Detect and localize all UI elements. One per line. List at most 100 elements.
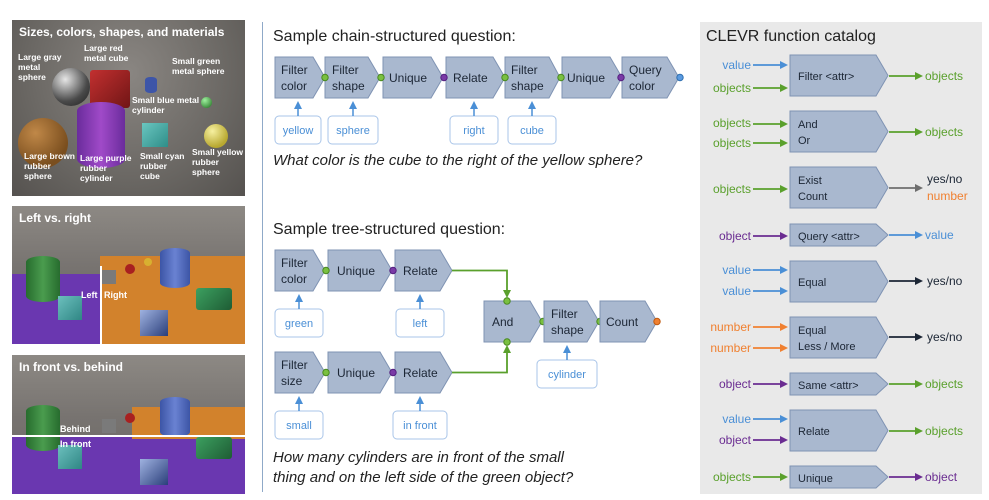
svg-text:yes/no: yes/no bbox=[927, 274, 963, 288]
chain-node-filter-shape-2: Filter shape bbox=[504, 56, 561, 99]
svg-text:Unique: Unique bbox=[567, 71, 605, 85]
chain-node-filter-color: Filter color bbox=[274, 56, 326, 99]
svg-text:yellow: yellow bbox=[283, 125, 314, 137]
svg-text:Filter <attr>: Filter <attr> bbox=[798, 71, 854, 83]
svg-text:left: left bbox=[413, 318, 428, 330]
svg-text:value: value bbox=[925, 228, 954, 242]
tree-heading: Sample tree-structured question: bbox=[273, 221, 506, 238]
chain-dot bbox=[501, 73, 509, 82]
tree-node-unique-bottom: Unique bbox=[327, 351, 393, 394]
svg-text:Exist: Exist bbox=[798, 175, 822, 187]
svg-text:sphere: sphere bbox=[336, 125, 370, 137]
label-red: Large red metal cube bbox=[84, 43, 129, 63]
svg-text:number: number bbox=[710, 341, 751, 355]
gray-sphere bbox=[52, 68, 90, 106]
catalog-row-and-or: objects objects And Or objects bbox=[713, 110, 963, 153]
chain-node-query-color: Query color bbox=[621, 56, 680, 99]
gray-cube bbox=[102, 270, 116, 284]
svg-text:Filter: Filter bbox=[551, 307, 578, 321]
chain-node-relate: Relate bbox=[445, 56, 506, 99]
catalog-title: CLEVR function catalog bbox=[706, 28, 876, 45]
label-right: Right bbox=[104, 290, 127, 300]
svg-text:Filter: Filter bbox=[281, 63, 308, 77]
tree-node-filter-color: Filter color bbox=[274, 249, 326, 292]
chain-dot bbox=[321, 73, 329, 82]
svg-text:value: value bbox=[722, 284, 751, 298]
svg-text:object: object bbox=[925, 470, 958, 484]
tree-dot bbox=[653, 317, 661, 326]
svg-text:shape: shape bbox=[511, 79, 544, 93]
tree-node-count: Count bbox=[599, 300, 658, 343]
catalog-row-equal-number: number number Equal Less / More yes/no bbox=[710, 316, 963, 359]
svg-text:green: green bbox=[285, 318, 313, 330]
green-cubes bbox=[196, 437, 232, 459]
chain-arg-yellow: yellow bbox=[274, 101, 322, 145]
tree-node-unique-top: Unique bbox=[327, 249, 393, 292]
tree-arg-cylinder: cylinder bbox=[536, 345, 598, 389]
svg-text:Filter: Filter bbox=[332, 63, 359, 77]
chain-node-unique-2: Unique bbox=[561, 56, 623, 99]
chain-dot bbox=[617, 73, 625, 82]
catalog-row-equal-value: value value Equal yes/no bbox=[722, 260, 963, 303]
teal-cube bbox=[58, 296, 82, 320]
catalog-row-unique: objects Unique object bbox=[713, 465, 958, 489]
svg-text:number: number bbox=[927, 189, 968, 203]
red-sphere bbox=[125, 264, 135, 274]
svg-text:number: number bbox=[710, 320, 751, 334]
svg-text:value: value bbox=[722, 263, 751, 277]
chain-dot bbox=[377, 73, 385, 82]
tree-arg-left: left bbox=[395, 294, 445, 338]
svg-text:Count: Count bbox=[606, 315, 639, 329]
svg-text:value: value bbox=[722, 412, 751, 426]
svg-text:Unique: Unique bbox=[337, 264, 375, 278]
tree-node-filter-shape: Filter shape bbox=[543, 300, 600, 343]
yellow-sphere bbox=[204, 124, 228, 148]
chain-arg-right: right bbox=[449, 101, 499, 145]
svg-text:Equal: Equal bbox=[798, 277, 826, 289]
divider-line bbox=[12, 435, 245, 437]
tree-arg-infront: in front bbox=[392, 396, 448, 440]
red-cube bbox=[90, 70, 130, 108]
svg-text:objects: objects bbox=[925, 125, 963, 139]
svg-text:Same <attr>: Same <attr> bbox=[798, 380, 859, 392]
svg-text:size: size bbox=[281, 374, 303, 388]
chain-heading: Sample chain-structured question: bbox=[273, 28, 516, 45]
svg-text:objects: objects bbox=[925, 69, 963, 83]
chain-arg-sphere: sphere bbox=[327, 101, 379, 145]
svg-text:cylinder: cylinder bbox=[548, 369, 586, 381]
blue-cylinder-back bbox=[160, 397, 190, 437]
metal-cube bbox=[140, 459, 168, 485]
tree-node-and: And bbox=[483, 300, 543, 343]
svg-text:Unique: Unique bbox=[337, 366, 375, 380]
green-cubes bbox=[196, 288, 232, 310]
blue-cylinder bbox=[145, 77, 157, 93]
svg-text:Or: Or bbox=[798, 135, 811, 147]
svg-text:color: color bbox=[281, 79, 307, 93]
label-gray: Large gray metal sphere bbox=[18, 52, 62, 82]
tree-dot bbox=[389, 368, 397, 377]
label-infront: In front bbox=[60, 439, 91, 449]
chain-dot bbox=[676, 73, 684, 82]
svg-text:Relate: Relate bbox=[403, 264, 438, 278]
svg-text:Unique: Unique bbox=[798, 473, 833, 485]
svg-text:objects: objects bbox=[713, 116, 751, 130]
tree-arg-green: green bbox=[274, 294, 324, 338]
svg-text:And: And bbox=[798, 119, 818, 131]
catalog-row-same: object Same <attr> objects bbox=[719, 372, 963, 396]
label-yellow: Small yellow rubber sphere bbox=[192, 147, 244, 177]
scene-panel-frontbehind: In front vs. behind Behind In front bbox=[12, 355, 245, 494]
label-brown: Large brown rubber sphere bbox=[24, 151, 76, 181]
catalog-row-filter: value objects Filter <attr> objects bbox=[713, 54, 963, 97]
tree-dot bbox=[389, 266, 397, 275]
tree-dot bbox=[503, 338, 511, 346]
section-divider bbox=[262, 22, 263, 492]
panel-title: Left vs. right bbox=[19, 211, 92, 225]
tree-edge-top bbox=[452, 269, 511, 298]
svg-text:Equal: Equal bbox=[798, 325, 826, 337]
svg-text:yes/no: yes/no bbox=[927, 330, 963, 344]
svg-text:in front: in front bbox=[403, 420, 437, 432]
svg-text:object: object bbox=[719, 229, 752, 243]
svg-text:Query <attr>: Query <attr> bbox=[798, 231, 860, 243]
catalog-row-query: object Query <attr> value bbox=[719, 223, 954, 247]
svg-text:objects: objects bbox=[925, 424, 963, 438]
